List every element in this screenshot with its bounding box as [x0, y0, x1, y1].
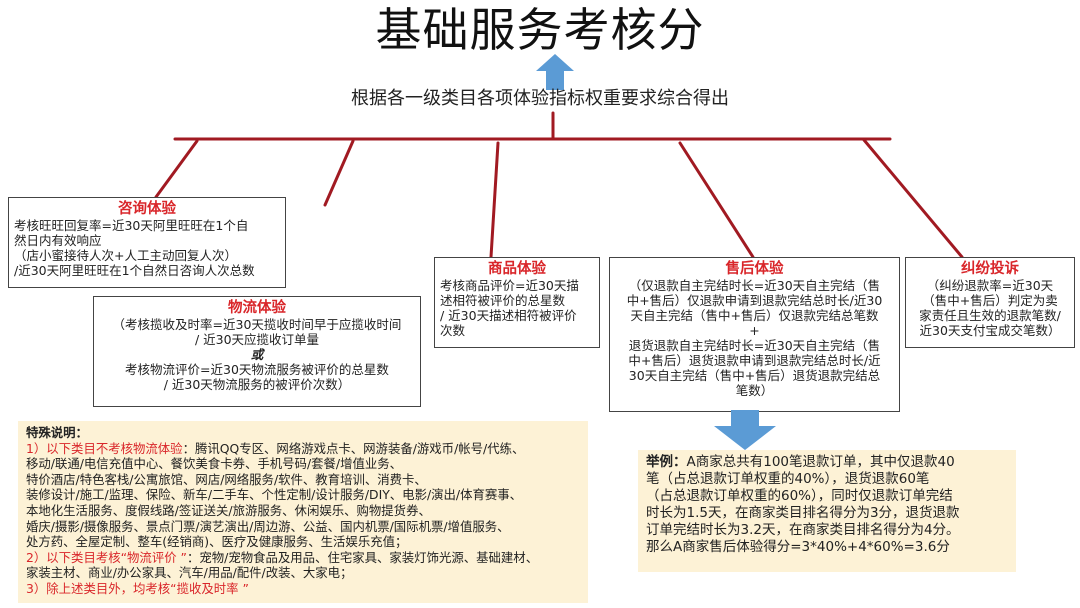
- logistics-line: 考核物流评价=近30天物流服务被评价的总星数: [125, 362, 389, 377]
- example-line: （占总退款订单权重的60%），同时仅退款订单完结: [646, 488, 953, 504]
- down-arrow-icon: [714, 410, 776, 450]
- dispute-heading: 纠纷投诉: [961, 261, 1019, 277]
- logistics-line: / 近30天物流服务的被评价次数）: [163, 377, 351, 392]
- special-note-line: 本地化生活服务、度假线路/签证送关/旅游服务、休闲娱乐、购物提货券、: [26, 502, 431, 518]
- special-note-line: 婚庆/摄影/摄像服务、景点门票/演艺演出/周边游、公益、国内机票/国际机票/增值…: [26, 518, 510, 534]
- aftersale-heading: 售后体验: [725, 261, 784, 277]
- aftersale-line: 笔数）: [735, 383, 774, 398]
- special-note-item-1-label: 1）以下类目不考核物流体验: [26, 440, 183, 456]
- logistics-experience-box: 物流体验 （考核揽收及时率=近30天揽收时间早于应揽收时间 / 近30天应揽收订…: [93, 296, 421, 407]
- special-note-item-3: 3）除上述类目外，均考核“揽收及时率 ”: [26, 580, 249, 596]
- example-text: A商家总共有100笔退款订单，其中仅退款40: [686, 454, 955, 470]
- example-line: 笔（占总退款订单权重的40%），退货退款60笔: [646, 471, 930, 487]
- special-note-item-1-text: ：腾讯QQ专区、网络游戏点卡、网游装备/游戏币/帐号/代练、: [182, 440, 525, 456]
- diagram-title: 基础服务考核分: [375, 3, 705, 57]
- consult-experience-box: 咨询体验 考核旺旺回复率=近30天阿里旺旺在1个自 然日内有效响应 （店小蜜接待…: [8, 197, 286, 288]
- product-line: 考核商品评价=近30天描: [440, 278, 579, 293]
- consult-line: /近30天阿里旺旺在1个自然日咨询人次总数: [14, 263, 255, 278]
- special-note-line: 移动/联通/电信充值中心、餐饮美食卡券、手机号码/套餐/增值业务、: [26, 456, 403, 472]
- special-note-line: 装修设计/施工/监理、保险、新车/二手车、个性定制/设计服务/DIY、电影/演出…: [26, 487, 523, 503]
- special-note-line: 特价酒店/特色客栈/公寓旅馆、网店/网络服务/软件、教育培训、消费卡、: [26, 471, 427, 487]
- special-note-item-2-text: ：宠物/宠物食品及用品、住宅家具、家装灯饰光源、基础建材、: [186, 549, 539, 565]
- example-line: 举例：A商家总共有100笔退款订单，其中仅退款40: [646, 454, 1008, 471]
- aftersale-line: 中+售后）退货退款申请到退款完结总时长/近: [628, 353, 881, 368]
- aftersale-line: 中+售后）仅退款申请到退款完结总时长/近30: [626, 293, 883, 308]
- example-label: 举例：: [646, 454, 687, 470]
- logistics-heading: 物流体验: [228, 300, 286, 316]
- example-box: 举例：A商家总共有100笔退款订单，其中仅退款40 笔（占总退款订单权重的40%…: [638, 450, 1016, 572]
- dispute-line: 家责任且生效的退款笔数/: [919, 308, 1061, 323]
- product-line: / 近30天描述相符被评价: [440, 308, 577, 323]
- dispute-line: （售中+售后）判定为卖: [922, 293, 1058, 308]
- dispute-line: 近30天支付宝成交笔数）: [919, 323, 1061, 338]
- consult-line: 然日内有效响应: [14, 233, 102, 248]
- product-line: 述相符被评价的总星数: [440, 293, 566, 308]
- logistics-or-label: 或: [250, 347, 264, 362]
- consult-line: （店小蜜接待人次+人工主动回复人次）: [14, 248, 237, 263]
- consult-line: 考核旺旺回复率=近30天阿里旺旺在1个自: [14, 218, 249, 233]
- aftersale-line: 退货退款自主完结时长=近30天自主完结（售: [628, 338, 881, 353]
- special-note-line: 家装主材、商业/办公家具、汽车/用品/配件/改装、大家电；: [26, 565, 353, 581]
- example-line: 时长为1.5天，在商家类目排名得分为3分，退货退款: [646, 505, 960, 521]
- special-note-item-2-label: 2）以下类目考核“物流评价 ”: [26, 549, 187, 565]
- dispute-line: （纠纷退款率=近30天: [926, 278, 1054, 293]
- aftersale-line: 天自主完结（售中+售后）仅退款完结总笔数: [630, 308, 879, 323]
- logistics-line: （考核揽收及时率=近30天揽收时间早于应揽收时间: [112, 317, 402, 332]
- special-note-heading: 特殊说明：: [26, 425, 88, 440]
- dispute-complaint-box: 纠纷投诉 （纠纷退款率=近30天 （售中+售后）判定为卖 家责任且生效的退款笔数…: [905, 257, 1075, 348]
- special-note-line: 处方药、全屋定制、整车(经销商)、医疗及健康服务、生活娱乐充值；: [26, 534, 408, 550]
- consult-heading: 咨询体验: [118, 201, 176, 217]
- logistics-line: / 近30天应揽收订单量: [194, 332, 320, 347]
- aftersale-line: （仅退款自主完结时长=近30天自主完结（售: [628, 278, 881, 293]
- aftersale-line: 30天自主完结（售中+售后）退货退款完结总: [628, 368, 881, 383]
- product-heading: 商品体验: [488, 261, 546, 277]
- special-note-box: 特殊说明： 1）以下类目不考核物流体验：腾讯QQ专区、网络游戏点卡、网游装备/游…: [18, 421, 588, 603]
- product-line: 次数: [440, 323, 466, 338]
- product-experience-box: 商品体验 考核商品评价=近30天描 述相符被评价的总星数 / 近30天描述相符被…: [434, 257, 600, 348]
- up-arrow-icon: [536, 54, 574, 90]
- aftersale-plus: +: [749, 323, 760, 338]
- aftersale-experience-box: 售后体验 （仅退款自主完结时长=近30天自主完结（售 中+售后）仅退款申请到退款…: [609, 257, 900, 412]
- example-line: 订单完结时长为3.2天，在商家类目排名得分为4分。: [646, 522, 960, 538]
- special-note-item-1: 1）以下类目不考核物流体验：腾讯QQ专区、网络游戏点卡、网游装备/游戏币/帐号/…: [26, 441, 580, 457]
- diagram-subtitle: 根据各一级类目各项体验指标权重要求综合得出: [351, 88, 729, 109]
- example-line: 那么A商家售后体验得分=3*40%+4*60%=3.6分: [646, 539, 950, 555]
- special-note-item-2: 2）以下类目考核“物流评价 ”：宠物/宠物食品及用品、住宅家具、家装灯饰光源、基…: [26, 550, 580, 566]
